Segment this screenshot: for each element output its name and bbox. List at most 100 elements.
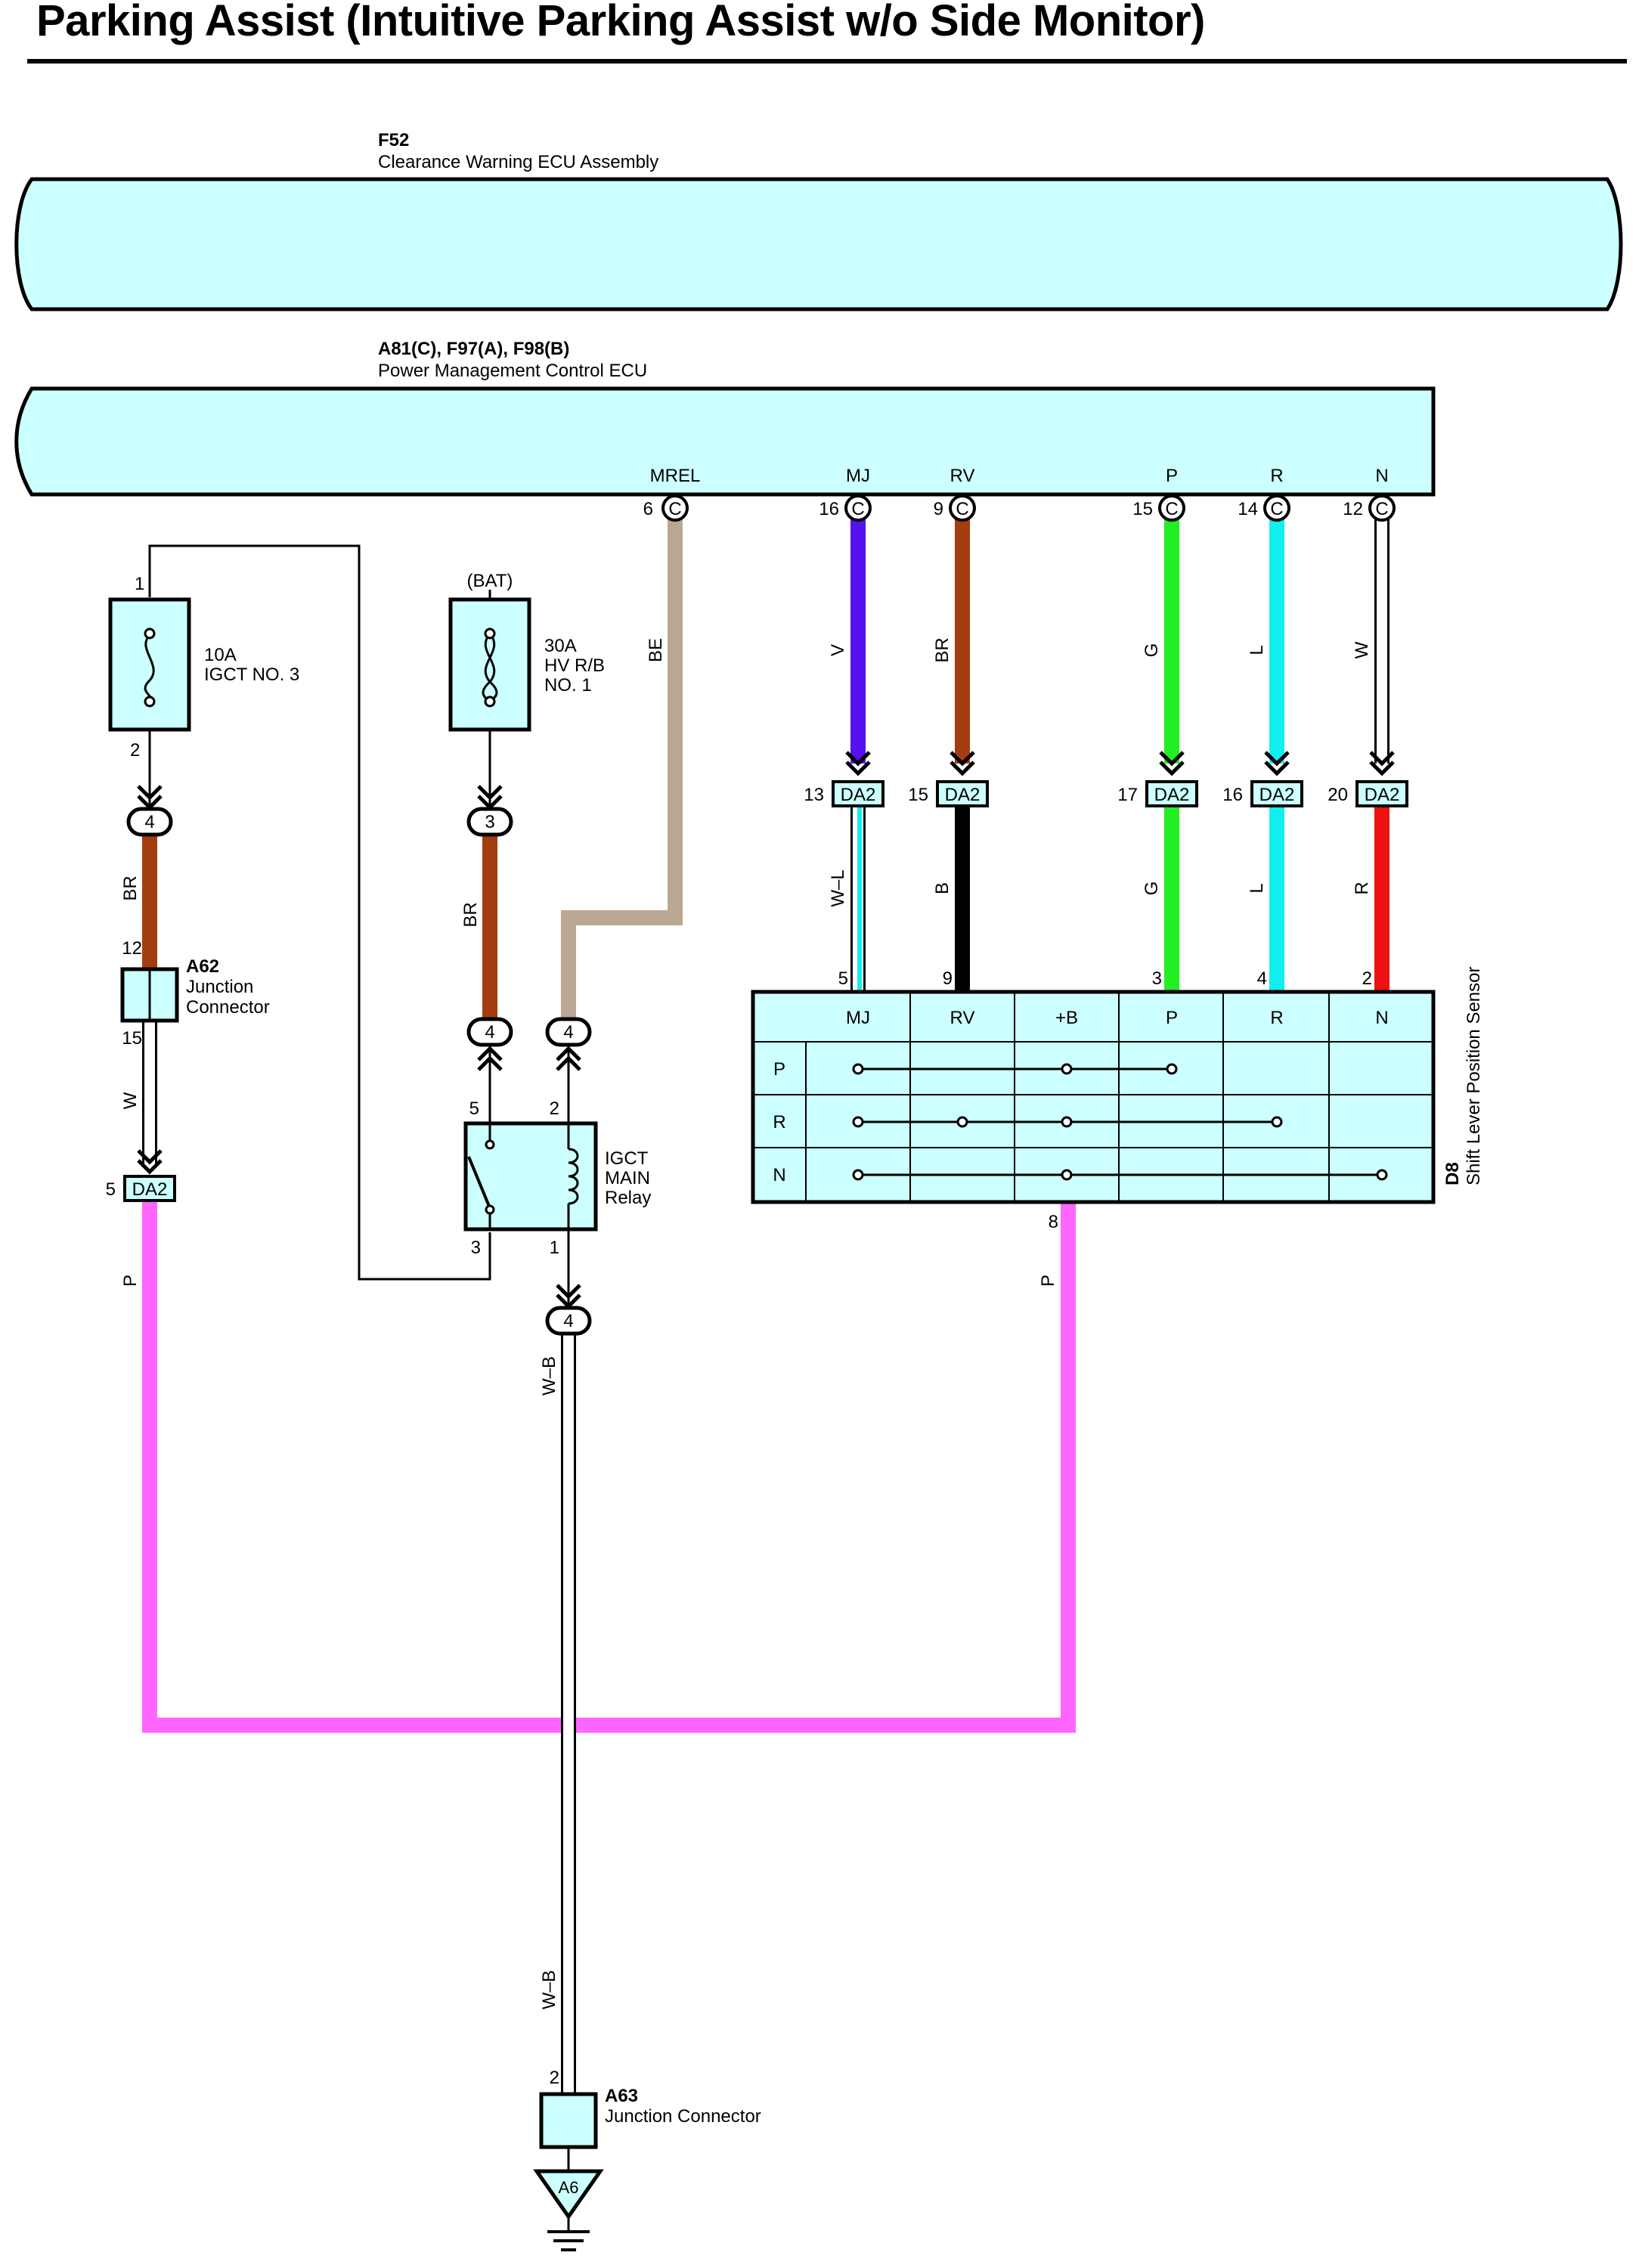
svg-text:C: C [1165,499,1178,519]
da2-connector-mj: DA2 13 [804,780,885,807]
wire-label-l-lower: L [1247,883,1267,893]
sensor-code: D8 [1442,1162,1463,1185]
connector-4-left: 4 [126,785,173,837]
pin-terminal-mrel: C 6 [643,494,689,522]
relay-pin3: 3 [471,1238,481,1258]
a62-pin-out: 15 [122,1028,142,1049]
sensor-pin-n: 2 [1362,968,1372,989]
svg-text:4: 4 [144,812,154,832]
pmecu-name: Power Management Control ECU [378,361,647,381]
wire-label-w: W [1352,641,1372,658]
fuse-hv-rb-no1 [448,597,531,732]
da2-arrows [845,751,1395,776]
svg-text:9: 9 [934,499,943,519]
fuse-igct-pin2: 2 [130,740,140,761]
connector-4-relay1: 4 [545,1284,592,1336]
wire-label-w-l: W–L [828,869,848,906]
fuse-igct-name: IGCT NO. 3 [204,665,299,685]
igct-main-relay [463,1121,598,1232]
sensor-switch-n [852,1169,1388,1181]
relay-label1: IGCT [605,1148,649,1169]
relay-label2: MAIN [605,1168,650,1188]
sensor-switch-r [852,1116,1283,1128]
svg-text:DA2: DA2 [841,785,876,805]
fuse-igct-pin1: 1 [135,574,144,594]
da2-connector-n: DA2 20 [1328,780,1408,807]
signal-r: R [1270,466,1283,486]
pin-terminal-mj: C 16 [819,494,872,522]
svg-text:3: 3 [485,812,494,832]
wire-w-l [850,806,866,992]
svg-text:4: 4 [563,1311,573,1331]
ground-label: A6 [559,2178,579,2197]
wire-label-br-rv: BR [932,637,953,662]
signal-mj: MJ [846,466,870,486]
wire-label-b: B [932,882,953,894]
pin-terminal-n: C 12 [1343,494,1396,522]
svg-text:16: 16 [819,499,839,519]
wire-label-br-left: BR [120,875,141,900]
a63-pin: 2 [550,2068,559,2088]
pmecu-code: A81(C), F97(A), F98(B) [378,339,569,359]
connector-3: 3 [466,785,513,837]
fuse-igct-no3 [108,597,191,732]
wire-label-g: G [1142,643,1162,658]
sensor-row-r: R [773,1112,785,1132]
sensor-col-b: +B [1055,1008,1078,1028]
relay-pin5: 5 [469,1098,479,1119]
a63-junction-connector [539,2092,598,2149]
relay-label3: Relay [605,1188,651,1208]
sensor-col-n: N [1375,1008,1388,1028]
wire-label-wb-lower: W–B [539,1970,559,2009]
svg-text:15: 15 [908,785,928,805]
wire-label-be: BE [646,638,666,662]
f52-code: F52 [378,130,409,150]
sensor-row-n: N [773,1165,785,1185]
svg-text:DA2: DA2 [1365,785,1400,805]
sensor-col-rv: RV [950,1008,975,1028]
signal-p: P [1166,466,1178,486]
da2-connector-r: DA2 16 [1222,780,1303,807]
page-title: Parking Assist (Intuitive Parking Assist… [36,0,1205,45]
sensor-pin-mj: 5 [838,968,848,989]
sensor-row-p: P [773,1059,785,1080]
svg-text:DA2: DA2 [1259,785,1295,805]
a63-name: Junction Connector [605,2106,761,2127]
wire-label-wb-upper: W–B [539,1356,559,1396]
svg-text:17: 17 [1117,785,1138,805]
relay-pin2: 2 [550,1098,559,1119]
svg-text:DA2: DA2 [1154,785,1190,805]
wire-igct-feed [148,544,491,1281]
svg-text:12: 12 [1343,499,1363,519]
signal-mrel: MREL [650,466,701,486]
shift-lever-sensor [751,990,1436,1204]
svg-text:13: 13 [804,785,824,805]
sensor-switch-p [852,1063,1178,1075]
connector-4-relay2: 4 [545,1017,592,1071]
svg-text:C: C [851,499,864,519]
svg-text:C: C [668,499,681,519]
signal-rv: RV [950,466,975,486]
wire-label-p-right: P [1038,1275,1058,1287]
wire-label-w-left: W [120,1092,141,1109]
svg-text:15: 15 [1132,499,1153,519]
svg-text:C: C [1375,499,1388,519]
wire-label-g-lower: G [1142,881,1162,896]
svg-text:16: 16 [1222,785,1243,805]
svg-text:6: 6 [643,499,653,519]
a62-code: A62 [186,956,219,977]
svg-text:DA2: DA2 [132,1179,168,1200]
relay-pin1: 1 [550,1238,559,1258]
svg-text:4: 4 [485,1022,494,1043]
sensor-pin-r: 4 [1257,968,1267,989]
da2-connector-p: DA2 17 [1117,780,1198,807]
a62-line2: Connector [186,997,270,1018]
fuse-igct-rating: 10A [204,645,237,665]
svg-text:C: C [956,499,968,519]
sensor-pin-rv: 9 [943,968,953,989]
svg-text:14: 14 [1238,499,1258,519]
ground-icon [533,2169,604,2251]
wire-be [561,516,683,1021]
sensor-col-r: R [1270,1008,1283,1028]
